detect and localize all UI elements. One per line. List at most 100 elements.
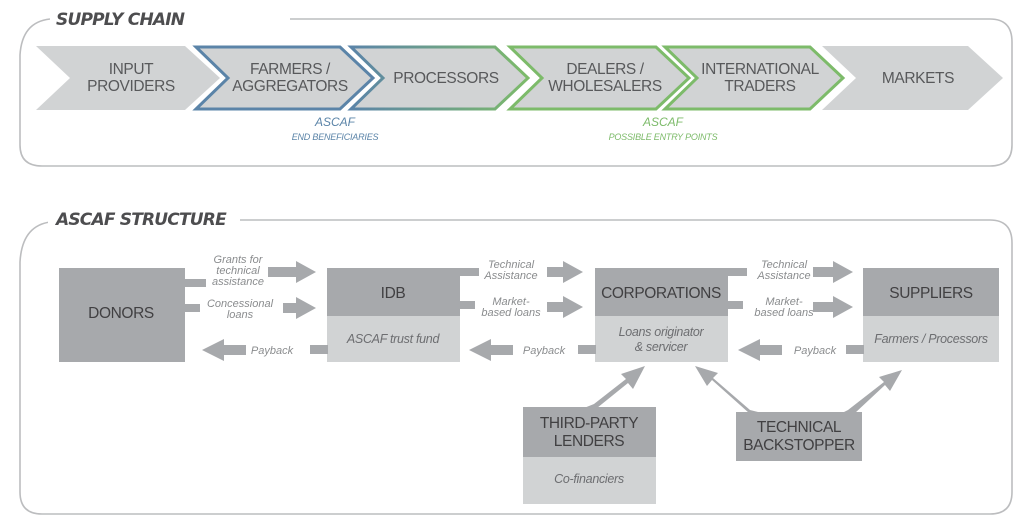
idb-payback-stub xyxy=(310,345,328,354)
stage-farmers-aggregators[interactable]: FARMERS / AGGREGATORS xyxy=(192,45,376,111)
donors-connector xyxy=(184,279,206,287)
arrow-right-icon xyxy=(283,297,316,319)
chevron-shape xyxy=(36,46,220,110)
arrow-backstopper-to-suppliers xyxy=(842,370,902,413)
flow-label-line2: technical xyxy=(216,265,260,277)
chevron-shape xyxy=(822,46,1003,110)
flow-payback-idb-donors: Payback xyxy=(202,339,294,361)
stage-label-line2: WHOLESALERS xyxy=(548,78,662,95)
suppliers-payback-stub xyxy=(846,345,864,354)
stage-international-traders[interactable]: INTERNATIONAL TRADERS xyxy=(661,45,846,111)
flow-label-line1: Technical xyxy=(761,259,808,271)
flow-loans-corp-sup: Market- based loans xyxy=(754,296,853,319)
idb-body xyxy=(327,316,460,362)
stage-label-line1: INTERNATIONAL xyxy=(701,61,819,78)
donors-title: DONORS xyxy=(88,305,154,322)
corporations-connector xyxy=(727,301,743,309)
arrow-right-icon xyxy=(547,296,583,318)
third-party-lenders-box[interactable]: THIRD-PARTY LENDERS Co-financiers xyxy=(523,407,656,504)
arrow-backstopper-to-corp xyxy=(695,366,762,413)
suppliers-header xyxy=(863,268,999,316)
flow-label-line1: Market- xyxy=(492,296,530,308)
flow-payback-sup-corp: Payback xyxy=(738,339,837,361)
arrow-left-icon xyxy=(469,339,513,361)
corporations-payback-stub xyxy=(578,345,596,354)
flow-label-line2: Assistance xyxy=(483,270,537,282)
entry-points-heading: ASCAF xyxy=(642,115,684,129)
third-party-title-line1: THIRD-PARTY xyxy=(540,415,638,432)
stage-label: PROCESSORS xyxy=(393,70,498,87)
arrow-right-icon xyxy=(268,261,316,283)
supply-chain-section: SUPPLY CHAIN INPUT PROVIDERS FARMERS / A… xyxy=(19,10,1013,167)
flow-label-line1: Grants for xyxy=(214,254,264,266)
arrow-right-icon xyxy=(547,261,583,283)
technical-backstopper-box[interactable]: TECHNICAL BACKSTOPPER xyxy=(736,412,862,461)
flow-label-line2: based loans xyxy=(754,307,814,319)
third-party-title-line2: LENDERS xyxy=(554,433,624,450)
corporations-header xyxy=(595,268,728,316)
flow-label: Payback xyxy=(251,345,294,357)
idb-connector xyxy=(459,268,479,276)
arrow-third-party-to-corp xyxy=(584,366,645,408)
arrow-right-icon xyxy=(813,296,853,318)
stage-label-line2: PROVIDERS xyxy=(87,78,175,95)
flow-loans-idb-corp: Market- based loans xyxy=(481,296,583,319)
stage-label-line2: TRADERS xyxy=(724,78,795,95)
stage-markets[interactable]: MARKETS xyxy=(822,46,1003,110)
idb-header xyxy=(327,268,460,316)
chevron-shape xyxy=(347,45,531,111)
corporations-body xyxy=(595,316,728,362)
idb-box[interactable]: IDB ASCAF trust fund xyxy=(310,268,479,362)
arrow-diagonal-icon xyxy=(842,370,902,413)
idb-title: IDB xyxy=(381,285,406,302)
stage-label-line1: INPUT xyxy=(109,61,154,78)
corporations-connector xyxy=(727,268,747,276)
third-party-header xyxy=(523,407,656,457)
flow-label-line3: assistance xyxy=(212,276,264,288)
stage-label: MARKETS xyxy=(882,70,954,87)
stage-input-providers[interactable]: INPUT PROVIDERS xyxy=(36,46,220,110)
corporations-box[interactable]: CORPORATIONS Loans originator & servicer xyxy=(578,268,747,362)
donors-rect xyxy=(59,268,185,362)
flow-label-line2: Assistance xyxy=(756,270,810,282)
end-beneficiaries-heading: ASCAF xyxy=(314,115,356,129)
flow-label-line2: based loans xyxy=(481,307,541,319)
flow-label: Payback xyxy=(523,345,566,357)
arrow-right-icon xyxy=(813,261,853,283)
suppliers-title: SUPPLIERS xyxy=(889,285,972,302)
chevron-shape xyxy=(192,45,376,111)
arrow-diagonal-icon xyxy=(584,366,645,408)
donors-box[interactable]: DONORS xyxy=(59,268,206,362)
stage-label-line1: DEALERS / xyxy=(566,61,644,78)
idb-subtitle: ASCAF trust fund xyxy=(346,332,441,346)
stage-processors[interactable]: PROCESSORS xyxy=(347,45,531,111)
flow-payback-corp-idb: Payback xyxy=(469,339,566,361)
structure-frame xyxy=(19,219,1013,515)
stage-dealers-wholesalers[interactable]: DEALERS / WHOLESALERS xyxy=(506,45,692,111)
arrow-left-icon xyxy=(202,339,246,361)
suppliers-box[interactable]: SUPPLIERS Farmers / Processors xyxy=(846,268,999,362)
flow-label-line2: loans xyxy=(227,309,254,321)
chevron-shape xyxy=(661,45,846,111)
corporations-subtitle-line1: Loans originator xyxy=(619,325,705,339)
flow-ta-corp-sup: Technical Assistance xyxy=(756,259,853,283)
flow-label-line1: Technical xyxy=(488,259,535,271)
entry-points-caption: POSSIBLE ENTRY POINTS xyxy=(609,132,718,142)
ascaf-structure-section: ASCAF STRUCTURE DONORS IDB ASCAF trust f… xyxy=(19,210,1013,515)
corporations-subtitle-line2: & servicer xyxy=(635,340,689,354)
flow-grants: Grants for technical assistance xyxy=(212,254,316,288)
end-beneficiaries-caption: END BENEFICIARIES xyxy=(292,132,379,142)
arrow-left-icon xyxy=(738,339,782,361)
backstopper-title-line2: BACKSTOPPER xyxy=(743,437,855,454)
structure-title: ASCAF STRUCTURE xyxy=(54,210,227,230)
idb-connector xyxy=(459,301,475,309)
third-party-subtitle: Co-financiers xyxy=(554,472,624,486)
flow-ta-idb-corp: Technical Assistance xyxy=(483,259,583,283)
backstopper-rect xyxy=(736,412,862,461)
suppliers-subtitle: Farmers / Processors xyxy=(874,332,988,346)
supply-chain-title: SUPPLY CHAIN xyxy=(56,10,185,30)
flow-label-line1: Concessional xyxy=(207,298,274,310)
corporations-title: CORPORATIONS xyxy=(601,285,721,302)
flow-concessional-loans: Concessional loans xyxy=(207,297,316,321)
